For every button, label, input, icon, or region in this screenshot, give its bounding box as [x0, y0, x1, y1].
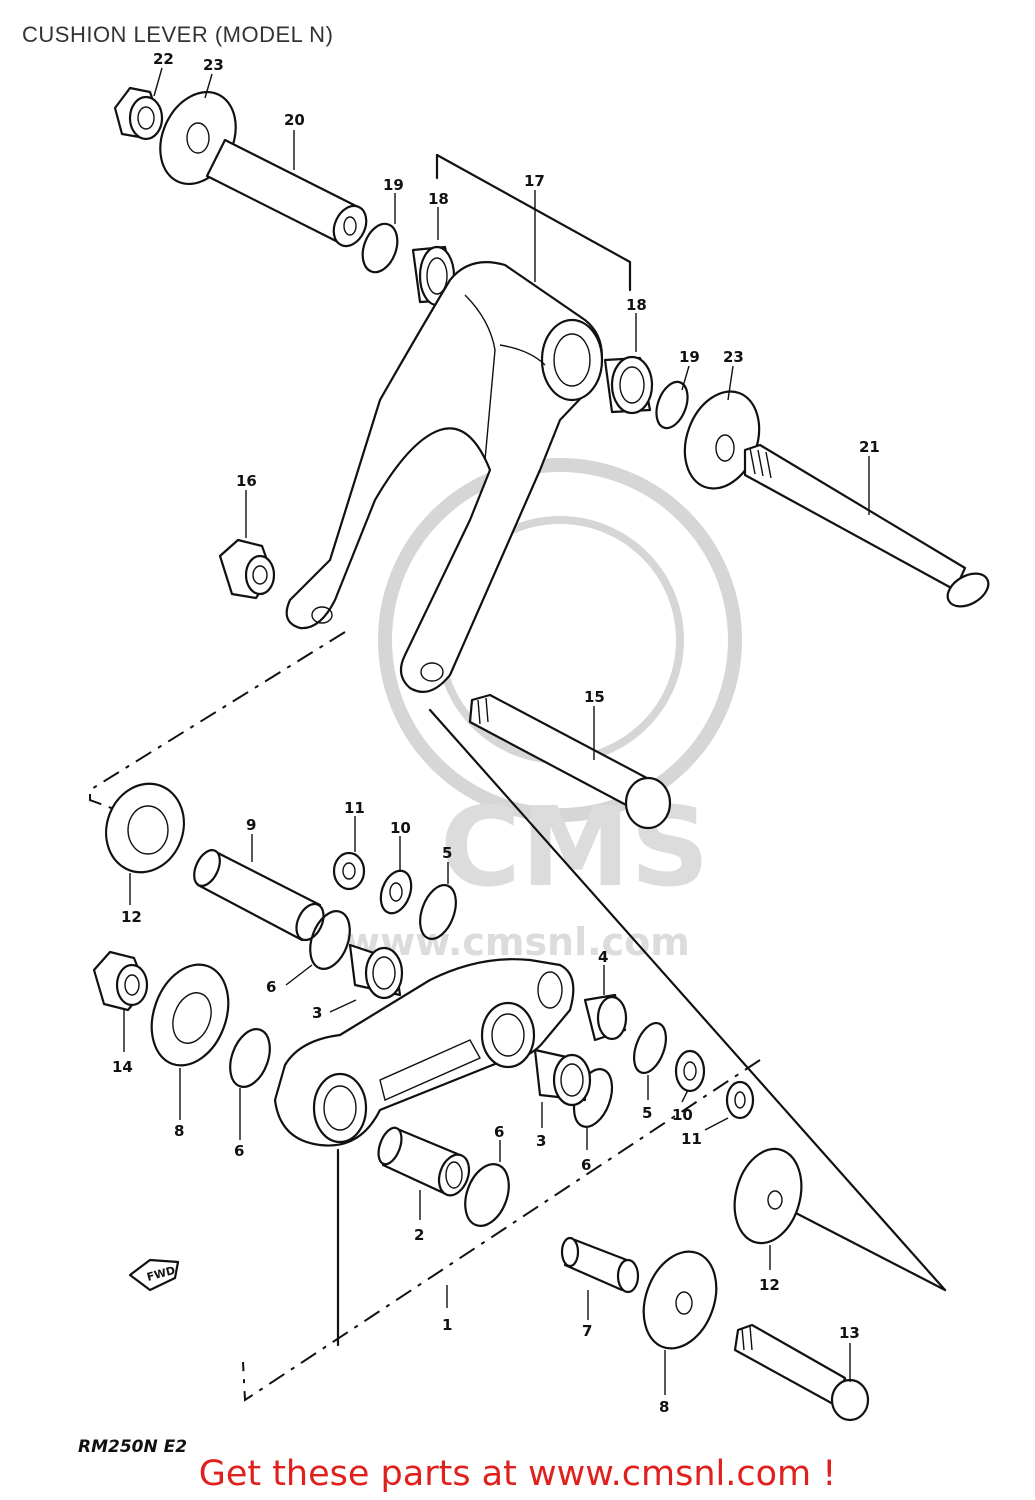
callout-23: 23 [723, 348, 744, 366]
callout-5: 5 [642, 1104, 652, 1122]
callout-4: 4 [598, 948, 608, 966]
callout-16: 16 [236, 472, 257, 490]
callout-23: 23 [203, 56, 224, 74]
part-10-washer-lower [674, 1049, 706, 1093]
callout-12: 12 [759, 1276, 780, 1294]
part-13-bolt [733, 1323, 870, 1422]
part-2-bearing [377, 1126, 471, 1197]
part-19-o-ring-right [655, 380, 689, 430]
callout-leader-lines [123, 67, 870, 1395]
callout-15: 15 [584, 688, 605, 706]
callout-12: 12 [121, 908, 142, 926]
callout-20: 20 [284, 111, 305, 129]
part-17-cushion-lever [285, 261, 604, 693]
part-14-nut [92, 950, 149, 1012]
callout-19: 19 [679, 348, 700, 366]
callout-10: 10 [672, 1106, 693, 1124]
part-4-collar [583, 993, 628, 1042]
part-22-flange-nut [113, 86, 164, 141]
part-8-washer-left [150, 963, 230, 1067]
callout-13: 13 [839, 1324, 860, 1342]
part-6-o-ring-d [464, 1163, 510, 1227]
callout-8: 8 [174, 1122, 184, 1140]
callout-6: 6 [581, 1156, 591, 1174]
part-12-seal-upper [105, 782, 185, 874]
part-10-washer-upper [379, 869, 413, 915]
callout-10: 10 [390, 819, 411, 837]
callout-9: 9 [246, 816, 256, 834]
callout-6: 6 [234, 1142, 244, 1160]
callout-21: 21 [859, 438, 880, 456]
part-5-o-ring-lower [633, 1022, 667, 1074]
part-15-bolt [468, 693, 672, 830]
part-6-o-ring-b [229, 1028, 271, 1088]
part-8-washer-lower [642, 1250, 718, 1350]
callout-8: 8 [659, 1398, 669, 1416]
part-19-o-ring-upper [361, 222, 399, 274]
callout-22: 22 [153, 50, 174, 68]
part-5-o-ring-upper [419, 884, 457, 940]
callout-6: 6 [494, 1123, 504, 1141]
fwd-arrow-icon: FWD [128, 1258, 180, 1292]
callout-17: 17 [524, 172, 545, 190]
callout-2: 2 [414, 1226, 424, 1244]
part-21-bolt [743, 443, 990, 608]
part-3-bearing-lower [533, 1048, 592, 1107]
part-18-bearing-right [603, 355, 654, 415]
callout-18: 18 [428, 190, 449, 208]
callout-18: 18 [626, 296, 647, 314]
part-6-o-ring-a [309, 910, 351, 970]
callout-14: 14 [112, 1058, 133, 1076]
assembly-reference-lines [89, 153, 947, 1402]
part-1-connecting-rod [273, 958, 575, 1147]
callout-6: 6 [266, 978, 276, 996]
callout-11: 11 [681, 1130, 702, 1148]
part-12-seal-lower [733, 1147, 803, 1245]
part-11-nut-lower [725, 1080, 755, 1120]
part-3-bearing-upper [348, 943, 404, 1000]
model-code: RM250N E2 [78, 1437, 188, 1457]
part-11-nut-upper [332, 851, 366, 891]
callout-3: 3 [312, 1004, 322, 1022]
footer-link[interactable]: Get these parts at www.cmsnl.com ! [198, 1454, 837, 1494]
callout-numbers: 22 23 20 19 18 17 18 19 23 21 16 15 12 9… [112, 50, 880, 1416]
page-title: CUSHION LEVER (MODEL N) [22, 22, 334, 47]
part-7-sleeve [560, 1236, 640, 1294]
part-9-sleeve [193, 848, 325, 942]
part-20-spacer [205, 138, 368, 248]
callout-3: 3 [536, 1132, 546, 1150]
callout-1: 1 [442, 1316, 452, 1334]
part-16-nut [218, 538, 276, 600]
callout-11: 11 [344, 799, 365, 817]
callout-5: 5 [442, 844, 452, 862]
watermark-url-text: www.cmsnl.com [345, 920, 690, 964]
callout-7: 7 [582, 1322, 592, 1340]
callout-19: 19 [383, 176, 404, 194]
